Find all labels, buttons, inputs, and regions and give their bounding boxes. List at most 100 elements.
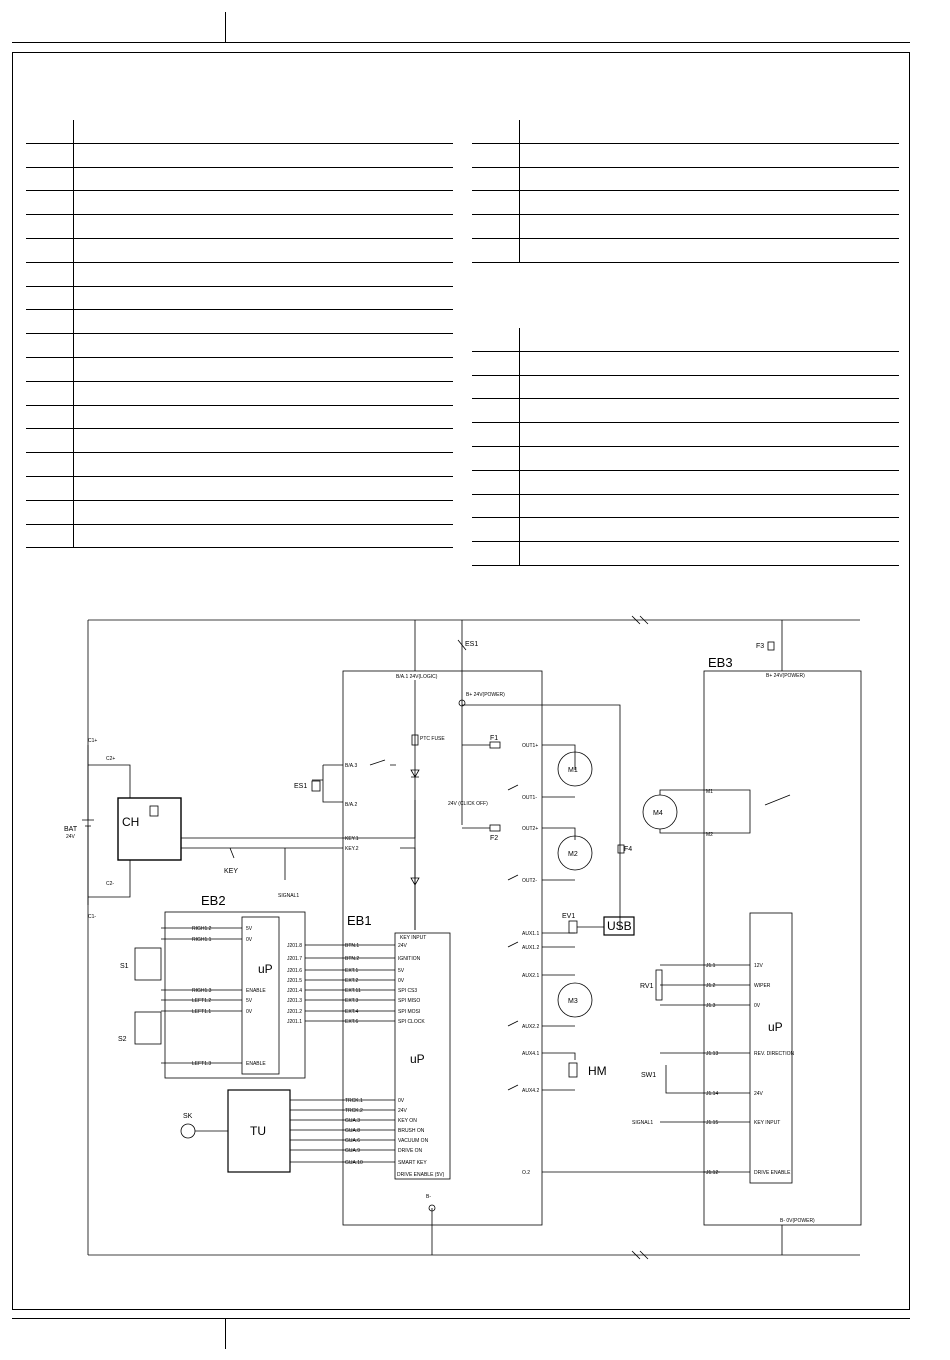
- footer-cell: [12, 1319, 226, 1349]
- rail-break-top: [631, 615, 649, 625]
- hm-label: HM: [588, 1064, 607, 1078]
- ptc-fuse: [411, 734, 419, 746]
- legend-desc-cell: [73, 238, 453, 263]
- eb2-up-box: [241, 916, 280, 1075]
- key-label: KEY: [224, 868, 238, 875]
- legend-row: [472, 351, 899, 376]
- legend-row: [26, 381, 453, 406]
- tu-signal: DRIVE ON: [398, 1148, 423, 1154]
- eb3-signal: DRIVE ENABLE: [754, 1170, 791, 1176]
- b-minus-terminal: [428, 1204, 436, 1212]
- es1-coil-label: ES1: [294, 783, 307, 790]
- hm-meter: [568, 1062, 578, 1078]
- legend-row: [26, 452, 453, 477]
- eb1-input-pin: EXT.6: [345, 1019, 359, 1025]
- eb2-box: [164, 911, 306, 1079]
- eb1-output-pin: OUT2-: [522, 878, 537, 884]
- legend-desc-cell: [519, 446, 899, 471]
- sk-socket: [180, 1123, 196, 1139]
- legend-row: [472, 375, 899, 400]
- header-cell: [12, 12, 226, 42]
- legend-row: [472, 541, 899, 566]
- legend-row: [26, 143, 453, 168]
- f3-fuse: [767, 641, 775, 651]
- f1-fuse: [489, 741, 501, 749]
- legend-code-cell: [26, 167, 74, 192]
- f2-fuse: [489, 824, 501, 832]
- legend-row: [472, 328, 899, 352]
- eb1-connector-pin: J201.1: [287, 1019, 302, 1025]
- legend-code-cell: [26, 428, 74, 454]
- click-off-label: 24V (CLICK OFF): [448, 801, 488, 807]
- eb1-left-pin: B/A.2: [345, 802, 357, 808]
- eb1-signal: SPI CS3: [398, 988, 417, 994]
- tu-signal: KEY ON: [398, 1118, 417, 1124]
- page-frame: [12, 52, 910, 1310]
- legend-desc-cell: [73, 120, 453, 144]
- legend-row: [26, 309, 453, 335]
- legend-code-cell: [472, 375, 520, 400]
- legend-desc-cell: [73, 286, 453, 311]
- legend-code-cell: [472, 143, 520, 168]
- eb1-signal: SPI MISO: [398, 998, 420, 1004]
- eb1-power-label: B+ 24V(POWER): [466, 692, 505, 698]
- legend-desc-cell: [519, 422, 899, 447]
- eb1-signal: SPI CLOCK: [398, 1019, 425, 1025]
- b-minus-label: B-: [426, 1194, 431, 1200]
- rv1-label: RV1: [640, 983, 654, 990]
- legend-row: [26, 500, 453, 525]
- legend-desc-cell: [73, 405, 453, 430]
- signal1-eb3-label: SIGNAL1: [632, 1120, 653, 1126]
- eb2-signal: 0V: [246, 937, 253, 943]
- legend-row: [26, 286, 453, 311]
- m2-motor: [557, 835, 593, 871]
- eb1-output-pin: AUX2.2: [522, 1024, 539, 1030]
- legend-desc-cell: [519, 328, 899, 352]
- s1-label: S1: [120, 963, 129, 970]
- eb1-signal: 0V: [398, 978, 405, 984]
- tu-pin: GUA.3: [345, 1118, 360, 1124]
- ev1-label: EV1: [562, 913, 575, 920]
- eb2-pin: RIGH1.1: [192, 937, 212, 943]
- legend-row: [472, 120, 899, 144]
- m3-label: M3: [568, 998, 578, 1005]
- eb1-output-pin: OUT1+: [522, 743, 538, 749]
- eb1-output-pin: AUX1.1: [522, 931, 539, 937]
- legend-desc-cell: [519, 470, 899, 495]
- legend-desc-cell: [519, 167, 899, 192]
- legend-desc-cell: [519, 398, 899, 424]
- legend-code-cell: [472, 238, 520, 263]
- legend-desc-cell: [73, 190, 453, 216]
- legend-desc-cell: [519, 351, 899, 376]
- c2p-label: C2+: [106, 756, 115, 762]
- legend-code-cell: [26, 500, 74, 525]
- ch-relay-coil: [149, 805, 159, 817]
- eb3-motor-pin: M2: [706, 832, 713, 838]
- legend-table-right-bottom: [472, 328, 899, 566]
- legend-desc-cell: [73, 381, 453, 406]
- eb1-box: [342, 670, 543, 1226]
- es1-switch: [457, 639, 467, 651]
- legend-row: [26, 167, 453, 192]
- legend-code-cell: [472, 120, 520, 144]
- eb1-top-label: B/A.1 24V(LOGIC): [396, 674, 438, 680]
- legend-row: [472, 214, 899, 239]
- legend-code-cell: [26, 405, 74, 430]
- legend-row: [26, 238, 453, 263]
- legend-code-cell: [472, 541, 520, 566]
- bat-voltage: 24V: [66, 834, 76, 840]
- eb3-pin: J1.12: [706, 1170, 718, 1176]
- legend-code-cell: [26, 381, 74, 406]
- legend-row: [26, 190, 453, 216]
- eb1-connector-pin: J201.2: [287, 1009, 302, 1015]
- eb1-connector-pin: J201.4: [287, 988, 302, 994]
- sw1-switch: [665, 1065, 690, 1094]
- legend-code-cell: [472, 351, 520, 376]
- eb1-up-label: uP: [410, 1052, 425, 1066]
- eb1-signal: 24V: [398, 943, 408, 949]
- legend-desc-cell: [519, 143, 899, 168]
- legend-row: [472, 398, 899, 424]
- eb1-output-wires: [542, 744, 720, 1173]
- eb3-pin: J1.13: [706, 1051, 718, 1057]
